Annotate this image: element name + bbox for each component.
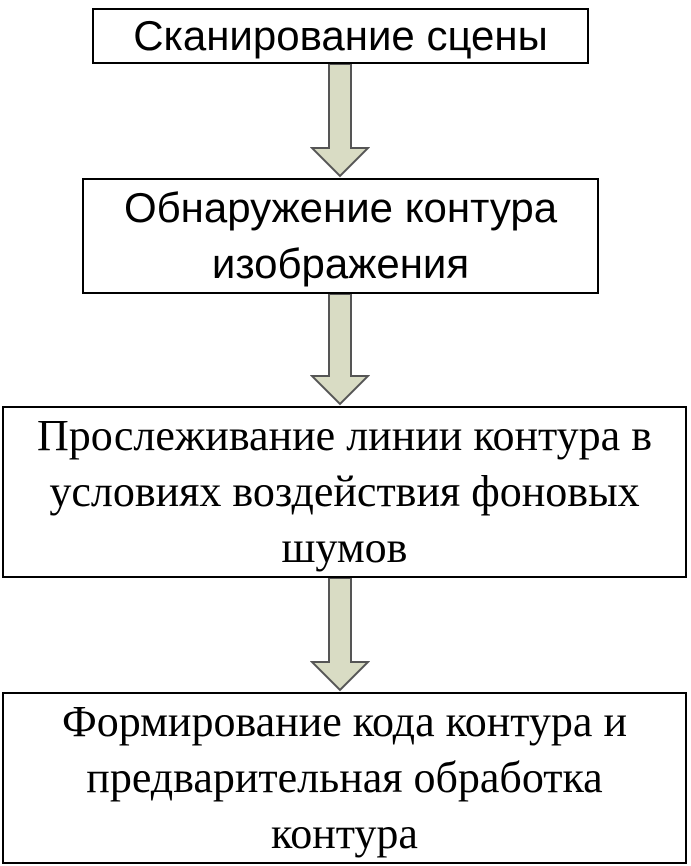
step-label-contour-detection: Обнаружение контура изображения [123,184,558,287]
step-label-contour-tracing: Прослеживание линии контура в условиях в… [37,411,652,572]
step-box-contour-detection: Обнаружение контура изображения [82,178,599,294]
down-arrow-icon [310,578,370,692]
step-label-contour-coding: Формирование кода контура и предваритель… [61,697,628,858]
down-arrow-icon [310,294,370,406]
down-arrow-icon [310,64,370,178]
step-box-contour-coding: Формирование кода контура и предваритель… [2,692,687,864]
step-box-contour-tracing: Прослеживание линии контура в условиях в… [2,406,687,578]
step-box-scanning: Сканирование сцены [92,8,589,64]
step-label-scanning: Сканирование сцены [133,12,548,59]
